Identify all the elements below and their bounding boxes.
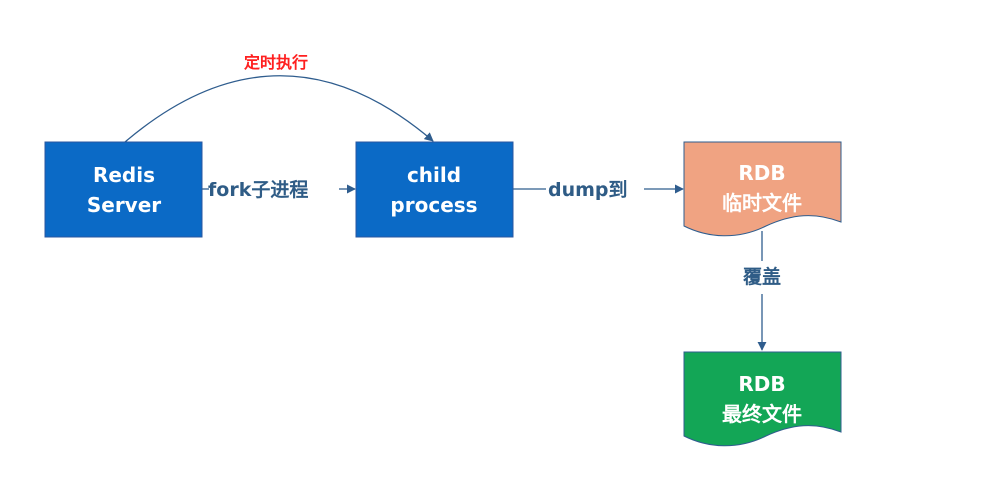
child-process-box (355, 141, 514, 238)
rdb-final-document (683, 351, 842, 447)
child-process-label-line2: process (390, 193, 477, 217)
child-process-label-line1: child (407, 163, 461, 187)
rdb-final-label-line1: RDB (738, 372, 785, 396)
overwrite-label: 覆盖 (742, 265, 781, 288)
rdb-temp-label-line1: RDB (738, 161, 785, 185)
redis-server-label-line2: Server (87, 193, 161, 217)
rdb-final-label-line2: 最终文件 (722, 402, 802, 426)
rdb-temp-label-line2: 临时文件 (722, 191, 802, 215)
timer-label: 定时执行 (243, 53, 308, 72)
timer-arc (124, 75, 434, 143)
redis-server-box (44, 141, 203, 238)
rdb-temp-document (683, 141, 842, 237)
redis-server-label-line1: Redis (93, 163, 155, 187)
dump-label: dump到 (548, 179, 628, 201)
fork-label: fork子进程 (208, 179, 308, 201)
